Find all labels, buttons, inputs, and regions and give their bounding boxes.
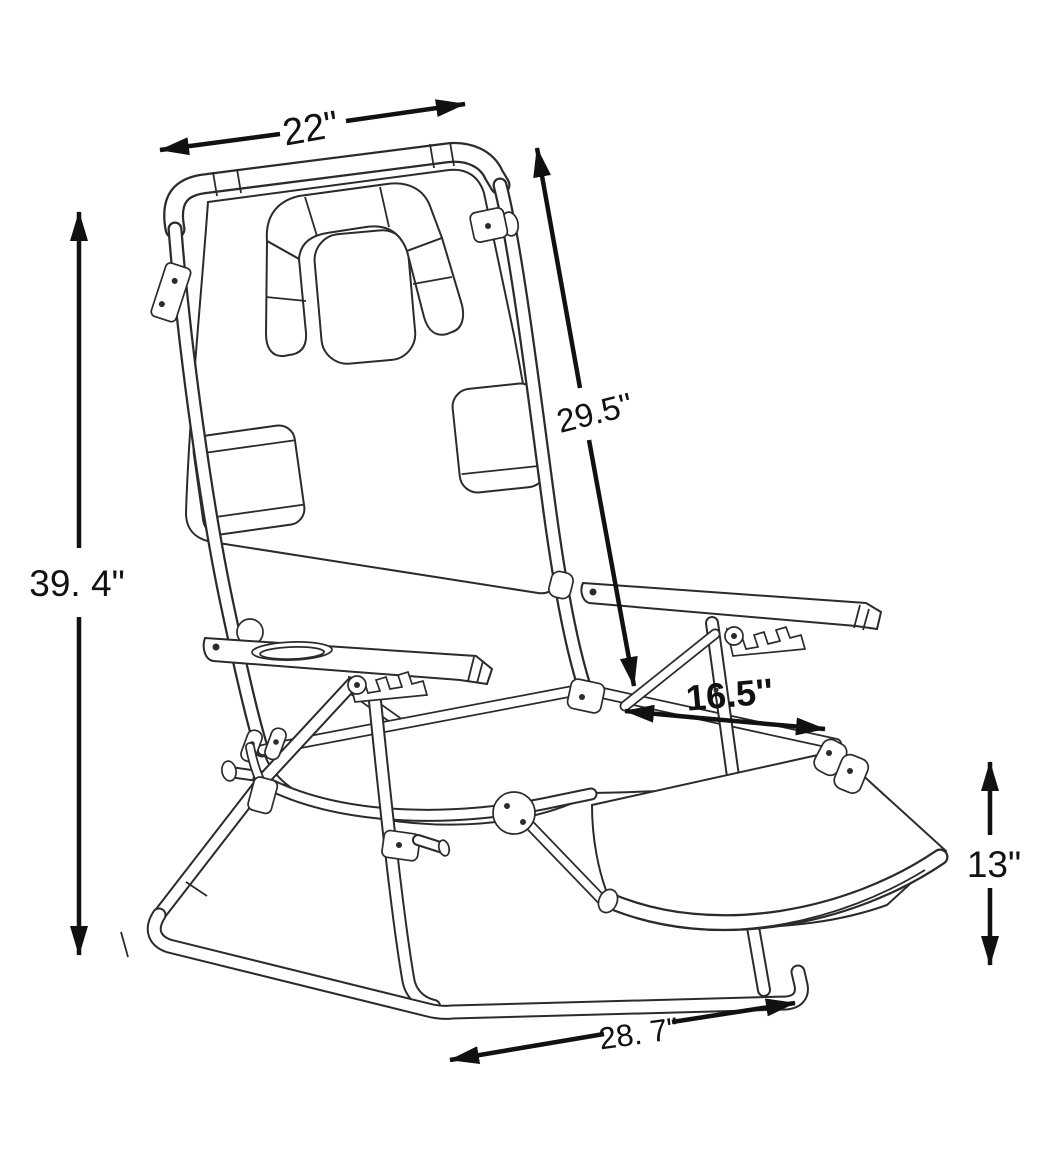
armrest-right xyxy=(580,581,883,657)
rail-bumper xyxy=(548,570,574,600)
headrest-right-arm xyxy=(405,236,465,336)
adjustment-rack-right xyxy=(725,625,807,657)
dim-backrest-length: 29.5'' xyxy=(533,147,638,687)
chair-line-art xyxy=(120,141,946,1012)
dim-label-base-length: 28. 7" xyxy=(597,1011,681,1057)
dim-footrest-height: 13" xyxy=(967,761,1021,966)
folding-legs xyxy=(120,623,801,1012)
right-hinge-bracket xyxy=(469,207,520,243)
dim-overall-height: 39. 4" xyxy=(29,211,125,956)
backrest-pivot-clamp xyxy=(566,678,606,714)
armrest-left xyxy=(202,618,494,703)
cup-holder xyxy=(251,641,333,661)
left-hinge-bracket xyxy=(150,262,192,323)
footrest-tube xyxy=(597,857,940,930)
footrest-hinge xyxy=(813,738,870,794)
dim-label-backrest-length: 29.5'' xyxy=(553,385,636,439)
headrest-flap xyxy=(313,229,417,365)
hinge-disc xyxy=(492,791,536,835)
headrest-pillow xyxy=(264,182,465,365)
dim-label-footrest-height: 13" xyxy=(967,844,1021,885)
pivot-hardware xyxy=(240,678,760,862)
dim-seat-depth: 16.5'' xyxy=(624,670,826,736)
dim-top-width: 22" xyxy=(159,99,466,156)
dim-base-length: 28. 7" xyxy=(449,998,796,1065)
dimension-annotations: 22" 39. 4" 29.5'' 16.5'' 13" 28. 7" xyxy=(29,99,1021,1065)
dim-label-top-width: 22" xyxy=(280,104,342,155)
dim-label-seat-depth: 16.5'' xyxy=(684,670,774,718)
dim-label-overall-height: 39. 4" xyxy=(29,563,124,604)
adjustment-rack-left xyxy=(347,670,429,703)
backrest-frame xyxy=(174,141,585,750)
